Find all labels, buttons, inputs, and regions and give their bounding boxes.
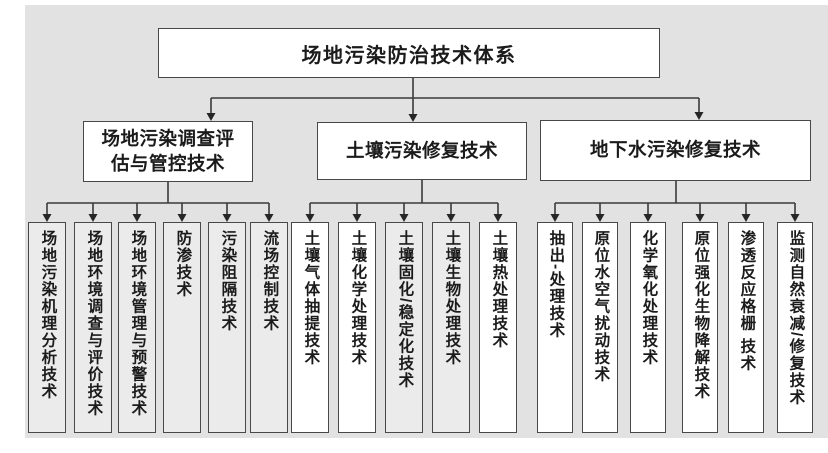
root-title: 场地污染防治技术体系 [301,44,517,67]
leaf-box: 渗透反应格栅 技术 [728,222,764,433]
leaf-label: 抽出-处理技术 [547,230,565,339]
leaf-label: 场地污染机理分析技术 [39,230,57,400]
leaf-label: 土壤生物处理技术 [443,230,461,366]
leaf-box: 污染阻隔技术 [208,222,246,433]
root-box: 场地污染防治技术体系 [158,28,660,78]
leaf-box: 土壤固化/稳定化技术 [385,222,423,433]
leaf-box: 土壤热处理技术 [479,222,517,433]
leaf-box: 原位水空气扰动技术 [582,222,618,433]
leaf-label: 化学氧化处理技术 [640,230,658,366]
leaf-box: 监测自然衰减/修复技术 [777,222,813,433]
leaf-box: 场地环境管理与预警技术 [118,222,156,433]
leaf-box: 防渗技术 [163,222,201,433]
leaf-box: 原位强化生物降解技术 [682,222,718,433]
leaf-label: 原位水空气扰动技术 [592,230,610,383]
leaf-label: 土壤气体抽提技术 [302,230,320,366]
leaf-box: 土壤化学处理技术 [338,222,376,433]
leaf-box: 土壤气体抽提技术 [291,222,329,433]
leaf-box: 场地环境调查与评价技术 [74,222,112,433]
leaf-label: 土壤化学处理技术 [349,230,367,366]
leaf-box: 场地污染机理分析技术 [28,222,66,433]
leaf-box: 抽出-处理技术 [537,222,573,433]
leaf-label: 场地环境调查与评价技术 [85,230,103,417]
leaf-box: 流场控制技术 [250,222,288,433]
leaf-box: 土壤生物处理技术 [432,222,470,433]
leaf-label: 土壤热处理技术 [490,230,508,349]
group-header-soil-remediation: 土壤污染修复技术 [317,122,527,180]
leaf-label: 场地环境管理与预警技术 [129,230,147,417]
leaf-label: 渗透反应格栅 技术 [738,230,756,372]
leaf-label: 土壤固化/稳定化技术 [396,230,414,389]
leaf-label: 防渗技术 [174,230,192,298]
leaf-label: 污染阻隔技术 [219,230,237,332]
group-header-groundwater-remediation: 地下水污染修复技术 [540,120,811,181]
leaf-box: 化学氧化处理技术 [630,222,666,433]
leaf-label: 监测自然衰减/修复技术 [787,230,805,406]
group-header-survey-control: 场地污染调查评 估与管控技术 [83,121,253,182]
leaf-label: 原位强化生物降解技术 [692,230,710,400]
leaf-label: 流场控制技术 [261,230,279,332]
